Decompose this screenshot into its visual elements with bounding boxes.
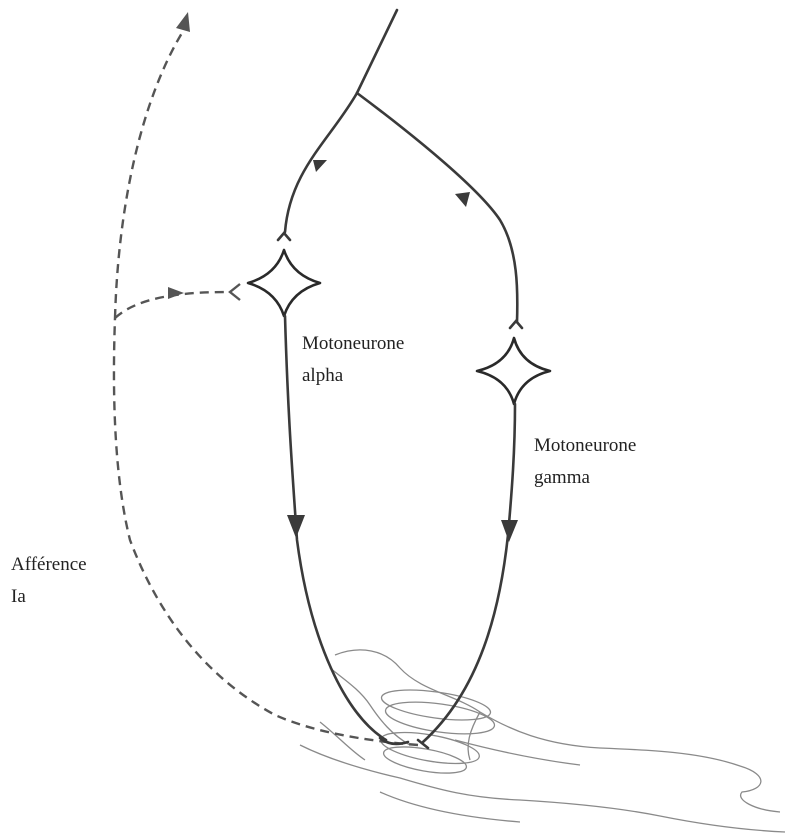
branch-to-gamma (355, 91, 519, 324)
label-gamma-line2: gamma (534, 467, 590, 488)
arrow-ia-collateral (168, 287, 184, 299)
spindle-ending-2 (416, 738, 430, 750)
synapse-gamma (508, 319, 524, 330)
alpha-motoneuron (246, 248, 322, 318)
arrow-branch-gamma (455, 192, 470, 207)
alpha-axon (283, 314, 388, 742)
label-afferent-line1: Afférence (11, 554, 87, 575)
label-afferent-line2: Ia (11, 586, 26, 607)
spindle-ending (378, 736, 410, 746)
ia-afferent-ascending (113, 27, 187, 319)
gamma-axon (421, 402, 517, 744)
branch-to-alpha (283, 91, 359, 234)
label-alpha-line2: alpha (302, 365, 344, 386)
gamma-motoneuron (475, 336, 552, 406)
synapse-ia (228, 283, 241, 301)
arrow-alpha-axon (287, 515, 305, 538)
synapse-alpha (276, 231, 292, 242)
limb-outline (299, 649, 786, 833)
descending-tract (355, 8, 399, 95)
label-alpha-line1: Motoneurone (302, 333, 405, 354)
ia-afferent-collateral (114, 290, 229, 319)
arrow-branch-alpha (313, 160, 327, 172)
ia-afferent-fiber (112, 317, 419, 747)
arrow-gamma-axon (501, 520, 518, 542)
label-gamma-line1: Motoneurone (534, 435, 637, 456)
arrow-ia-ascending (176, 12, 190, 32)
